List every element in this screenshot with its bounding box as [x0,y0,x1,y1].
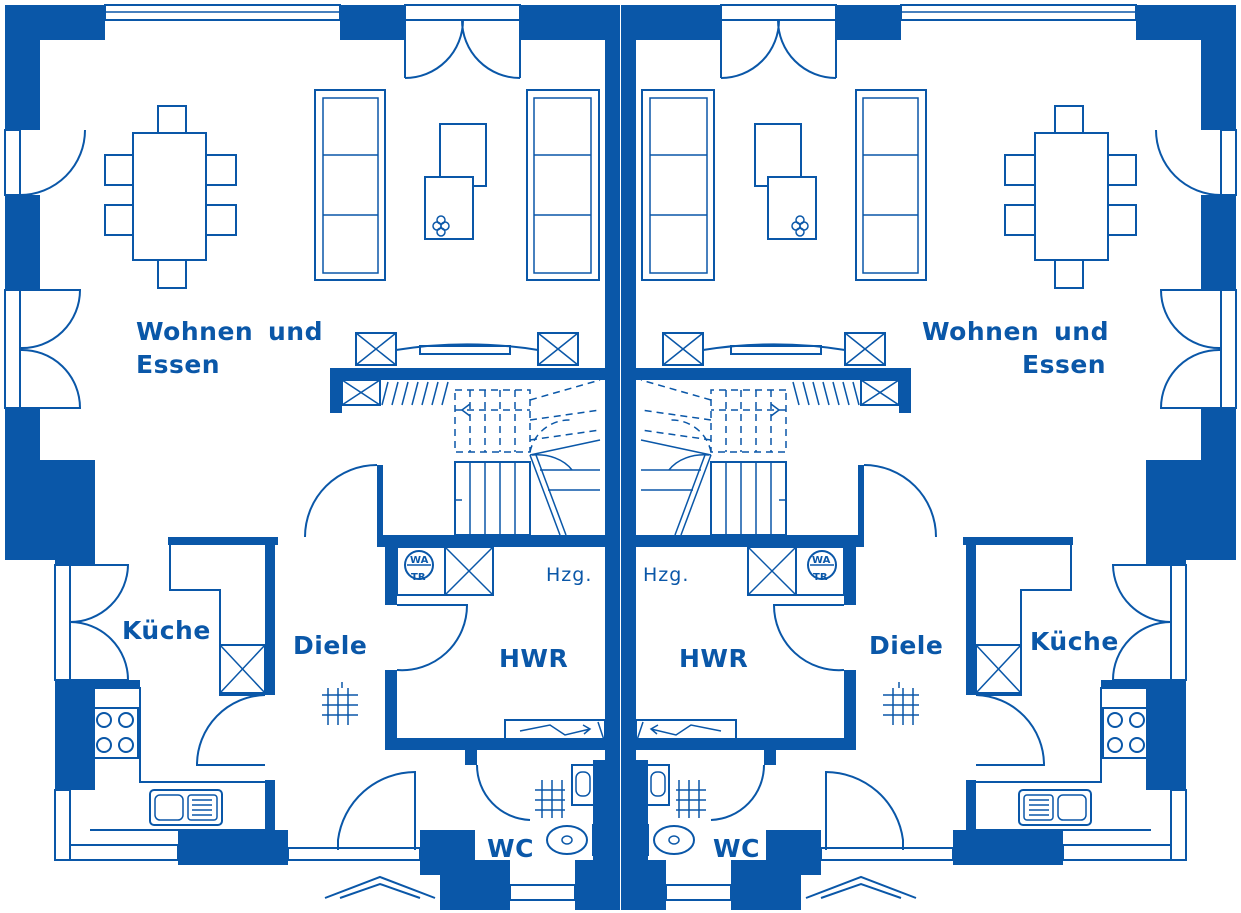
dryer-label-right: TR [813,572,828,583]
label-utility-right: HWR [679,644,748,673]
label-hall-left: Diele [293,631,367,660]
label-kitchen-right: Küche [1030,627,1119,656]
label-wc-right: WC [713,834,760,863]
washer-label-right: WA [812,555,831,566]
label-utility-left: HWR [499,644,568,673]
dryer-label-left: TR [411,572,426,583]
washer-label-left: WA [410,555,429,566]
label-living-right-1: Wohnen [922,317,1039,346]
label-living-left-2: und [268,317,323,346]
label-heating-left: Hzg. [546,564,592,586]
label-kitchen-left: Küche [122,616,211,645]
label-living-left-3: Essen [136,350,220,379]
unit-right [620,4,1237,911]
label-living-left-1: Wohnen [136,317,253,346]
label-wc-left: WC [487,834,534,863]
label-living-right-2: und [1054,317,1109,346]
label-hall-right: Diele [869,631,943,660]
unit-left [4,4,621,911]
label-living-right-3: Essen [1022,350,1106,379]
label-heating-right: Hzg. [643,564,689,586]
